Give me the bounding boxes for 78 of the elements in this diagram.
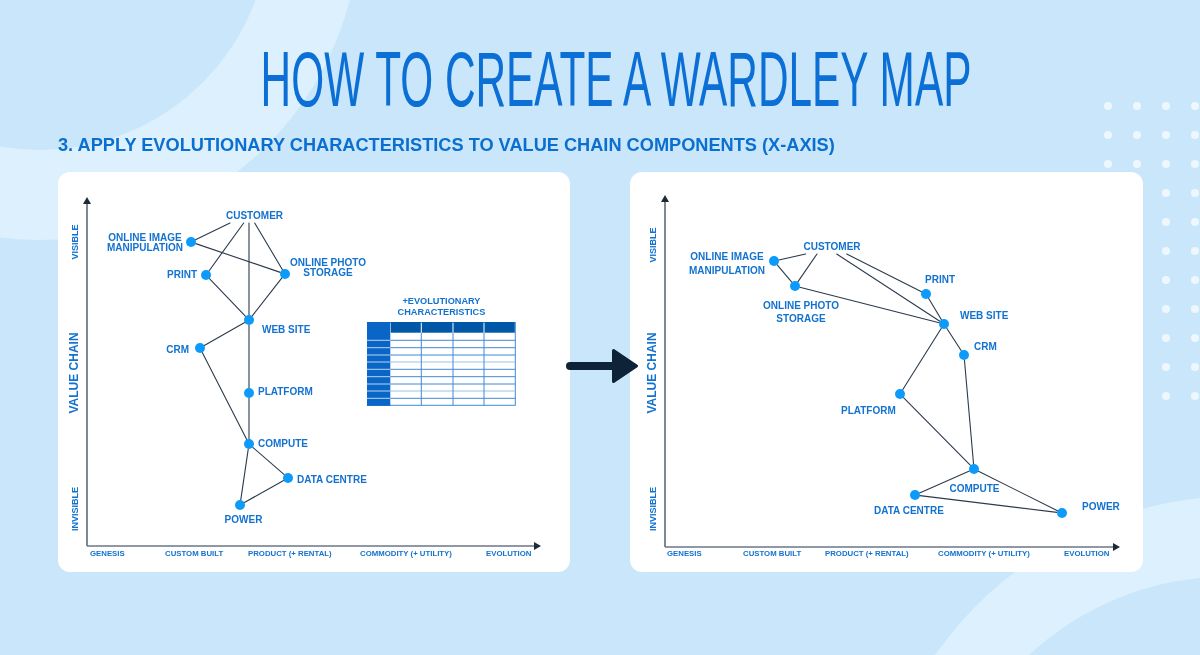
connector-line [919, 470, 970, 494]
connector-line [251, 277, 283, 317]
component-dot [201, 270, 211, 280]
component-label: POWER [1082, 500, 1120, 512]
component-label: COMPUTE [949, 482, 1000, 494]
connector-line [203, 321, 246, 347]
component-label: ONLINE PHOTO STORAGE [289, 258, 367, 278]
map-panel [630, 172, 1143, 572]
component-label: CUSTOMER [803, 240, 861, 254]
connector-line [946, 327, 962, 352]
component-dot [280, 269, 290, 279]
connector-line [248, 222, 250, 316]
connector-line [919, 495, 1058, 513]
component-dot [939, 319, 949, 329]
component-label: PRINT [925, 273, 955, 285]
connector-line [778, 253, 807, 261]
connector-line [928, 297, 942, 321]
connector-line [846, 253, 923, 293]
component-dot [283, 473, 293, 483]
connector-line [194, 222, 231, 241]
component-label: ONLINE IMAGE MANIPULATION [688, 250, 766, 278]
component-label: DATA CENTRE [874, 504, 944, 516]
component-dot [969, 464, 979, 474]
connector-line [797, 253, 818, 283]
connector-line [208, 222, 245, 272]
component-dot [959, 350, 969, 360]
component-label: COMPUTE [258, 437, 308, 449]
table-heading: +EVOLUTIONARY CHARACTERISTICS [396, 296, 487, 317]
component-label: CUSTOMER [226, 209, 283, 223]
arrow [566, 349, 638, 383]
component-dot [790, 281, 800, 291]
axis-label: VISIBLE [647, 227, 659, 262]
connector-line [902, 327, 942, 391]
axis-label: VISIBLE [69, 224, 81, 259]
page-title: HOW TO CREATE A WARDLEY MAP [260, 40, 972, 118]
connector-line [243, 479, 285, 504]
connector-line [195, 243, 281, 273]
section-heading: 3. APPLY EVOLUTIONARY CHARACTERISTICS TO VALUE CHAIN COMPONENTS (X-AXIS) [58, 135, 835, 157]
component-dot [910, 490, 920, 500]
component-dot [195, 343, 205, 353]
connector-line [201, 351, 248, 441]
connector-line [902, 397, 972, 466]
axis-label: INVISIBLE [69, 486, 81, 531]
component-label: ONLINE IMAGE MANIPULATION [106, 233, 184, 253]
component-label: CRM [166, 343, 189, 355]
axis-label: VALUE CHAIN [68, 331, 82, 414]
component-label: PRINT [167, 268, 197, 280]
connector-line [240, 448, 249, 501]
axis-label: VALUE CHAIN [646, 331, 660, 414]
connector-line [776, 264, 793, 283]
component-dot [1057, 508, 1067, 518]
connector-line [248, 324, 250, 389]
component-label: PLATFORM [841, 404, 896, 416]
component-dot [769, 256, 779, 266]
component-dot [186, 237, 196, 247]
component-label: WEB SITE [262, 323, 311, 335]
map-panel [58, 172, 570, 572]
component-label: POWER [224, 513, 263, 525]
connector-line [252, 446, 285, 476]
component-dot [244, 315, 254, 325]
component-dot [244, 388, 254, 398]
connector-line [977, 470, 1059, 512]
component-dot [244, 439, 254, 449]
connector-line [963, 359, 975, 465]
connector-line [799, 286, 940, 324]
component-dot [235, 500, 245, 510]
component-label: WEB SITE [960, 309, 1009, 321]
component-label: ONLINE PHOTO STORAGE [762, 298, 840, 325]
component-label: CRM [974, 340, 997, 352]
component-dot [921, 289, 931, 299]
component-dot [895, 389, 905, 399]
connector-line [836, 253, 941, 322]
connector-line [248, 397, 250, 440]
component-label: DATA CENTRE [297, 473, 367, 485]
connector-line [254, 222, 283, 271]
axis-label: INVISIBLE [647, 486, 659, 531]
connector-line [208, 278, 247, 317]
component-label: PLATFORM [258, 385, 313, 397]
